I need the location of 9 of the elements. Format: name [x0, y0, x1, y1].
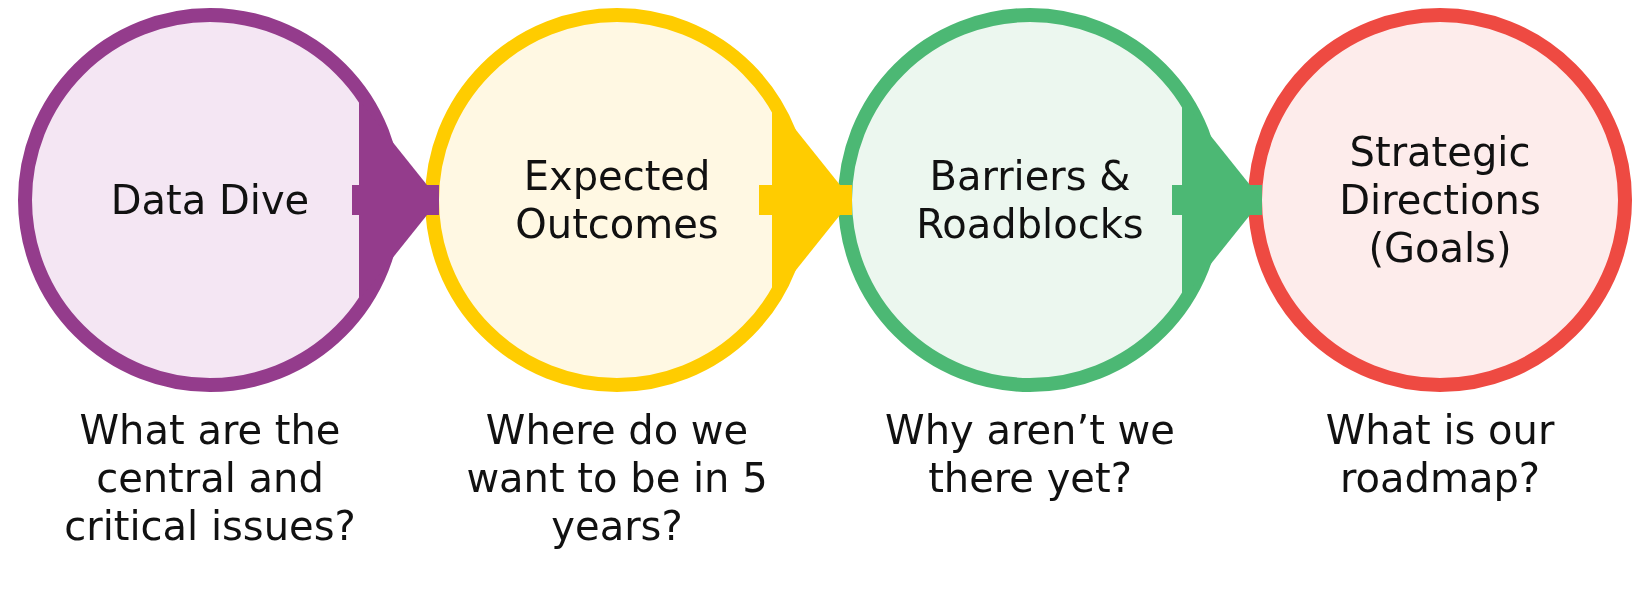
arrow	[352, 100, 439, 300]
node-label: Expected Outcomes	[514, 152, 720, 248]
question-text: Why aren’t we there yet?	[884, 406, 1176, 502]
node-label: Strategic Directions (Goals)	[1338, 128, 1542, 272]
question-text: Where do we want to be in 5 years?	[465, 406, 769, 550]
question-text: What is our roadmap?	[1324, 406, 1556, 502]
node-label: Barriers & Roadblocks	[915, 152, 1145, 248]
question-text: What are the central and critical issues?	[63, 406, 357, 550]
node-label: Data Dive	[110, 176, 310, 224]
